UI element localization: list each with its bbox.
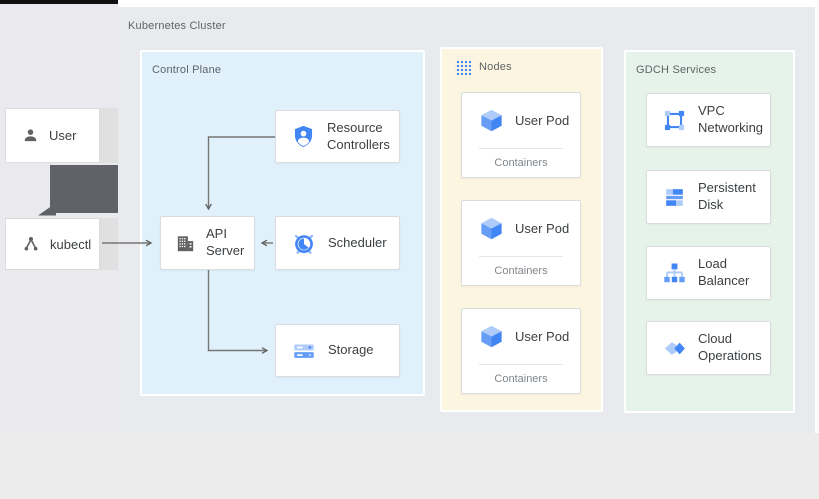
load-balancer-label: Load Balancer — [698, 256, 750, 288]
nodes-label: Nodes — [479, 61, 512, 73]
user-pod-label: User Pod — [515, 113, 570, 128]
bottom-strip — [0, 433, 819, 499]
containers-label: Containers — [494, 157, 548, 169]
nodes-header: Nodes — [455, 59, 512, 75]
user-label: User — [49, 128, 77, 143]
gdch-services-label: GDCH Services — [636, 64, 717, 76]
cloud-operations-card: Cloud Operations — [646, 321, 771, 375]
cloud-operations-icon — [662, 336, 687, 361]
cube-icon — [478, 215, 505, 242]
user-pod-card-2: User Pod Containers — [461, 200, 581, 286]
persistent-disk-label: Persistent Disk — [698, 180, 756, 212]
containers-label: Containers — [494, 373, 548, 385]
scheduler-label: Scheduler — [328, 234, 387, 250]
top-left-dark-bar — [0, 0, 118, 4]
nodes-grid-icon — [455, 59, 471, 75]
kubectl-icon — [22, 235, 40, 253]
containers-label: Containers — [494, 265, 548, 277]
user-pod-label: User Pod — [515, 221, 570, 236]
vpc-networking-card: VPC Networking — [646, 93, 771, 147]
user-card: User — [5, 108, 100, 163]
storage-icon — [291, 338, 317, 364]
api-server-card: API Server — [160, 216, 255, 270]
load-balancer-card: Load Balancer — [646, 246, 771, 300]
resource-controllers-label: Resource Controllers — [327, 119, 390, 152]
cloud-operations-label: Cloud Operations — [698, 331, 762, 363]
resource-controllers-card: Resource Controllers — [275, 110, 400, 163]
clock-icon — [291, 230, 317, 256]
vpc-network-icon — [662, 108, 687, 133]
control-plane-label: Control Plane — [152, 64, 222, 76]
building-icon — [174, 232, 197, 255]
cube-icon — [478, 107, 505, 134]
vpc-networking-label: VPC Networking — [698, 103, 764, 135]
load-balancer-icon — [662, 261, 687, 286]
storage-label: Storage — [328, 342, 374, 358]
user-pod-label: User Pod — [515, 329, 570, 344]
kubernetes-cluster-label: Kubernetes Cluster — [128, 20, 226, 32]
user-pod-card-3: User Pod Containers — [461, 308, 581, 394]
cube-icon — [478, 323, 505, 350]
kubectl-card-shadow — [100, 218, 118, 270]
pod-divider — [479, 256, 563, 257]
api-server-label: API Server — [206, 226, 245, 258]
persistent-disk-card: Persistent Disk — [646, 170, 771, 224]
person-icon — [22, 127, 39, 144]
storage-card: Storage — [275, 324, 400, 377]
user-card-shadow — [100, 108, 118, 163]
user-pod-card-1: User Pod Containers — [461, 92, 581, 178]
kubectl-card: kubectl — [5, 218, 100, 270]
pod-divider — [479, 364, 563, 365]
pod-divider — [479, 148, 563, 149]
scheduler-card: Scheduler — [275, 216, 400, 270]
persistent-disk-icon — [662, 185, 687, 210]
shield-person-icon — [291, 124, 316, 149]
kubectl-label: kubectl — [50, 236, 92, 252]
